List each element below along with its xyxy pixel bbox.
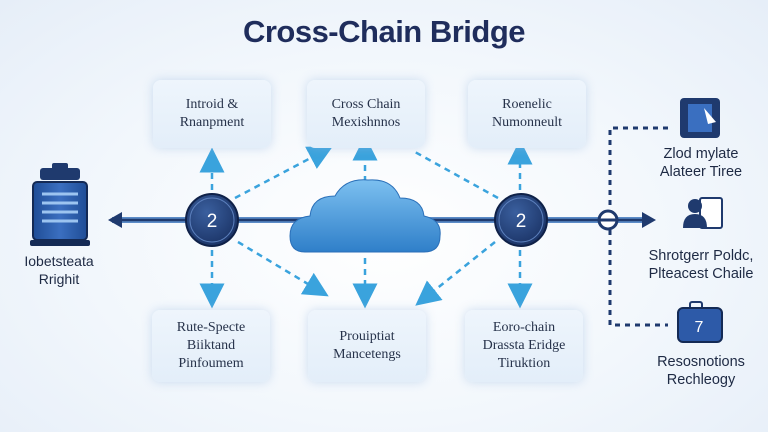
right-item-3-label: Resosnotions Rechleogy: [638, 353, 764, 389]
right-node: [494, 193, 548, 247]
box-bottom-center: Prouiptiat Mancetengs: [308, 310, 426, 382]
right-item-3-line2: Rechleogy: [666, 372, 736, 388]
box-top-right-line1: Roenelic: [502, 97, 552, 112]
left-node: [185, 193, 239, 247]
box-bottom-left-line2: Biiktand: [186, 338, 236, 353]
box-bottom-center-line1: Prouiptiat: [339, 329, 395, 344]
server-icon: [30, 163, 90, 246]
diagram-title: Cross-Chain Bridge: [242, 14, 526, 49]
right-item-1-line1: Zlod mylate: [663, 146, 739, 162]
box-bottom-right-line3: Tiruktion: [497, 356, 551, 371]
right-item-3-line1: Resosnotions: [657, 354, 745, 370]
user-file-icon: [683, 197, 723, 229]
box-top-left: Introid & Rnanpment: [153, 80, 271, 148]
right-arrowhead-icon: [642, 212, 656, 228]
right-item-2-line1: Shrotgerr Poldc,: [648, 248, 754, 264]
box-bottom-left-line1: Rute-Specte: [176, 320, 246, 335]
box-top-right-line2: Numonneult: [492, 115, 562, 130]
box-top-left-line2: Rnanpment: [179, 115, 245, 130]
briefcase-icon: 7: [677, 301, 723, 343]
svg-text:7: 7: [695, 319, 704, 336]
box-bottom-left-line3: Pinfoumem: [178, 356, 244, 371]
document-icon: [680, 98, 720, 138]
box-bottom-center-line2: Mancetengs: [333, 347, 401, 362]
right-item-2-line2: Plteacest Chaile: [648, 266, 754, 282]
right-item-1-label: Zlod mylate Alateer Tiree: [638, 145, 764, 181]
left-server-label: Iobetsteata Rrighit: [4, 252, 114, 288]
box-top-center-line1: Cross Chain: [331, 97, 401, 112]
box-bottom-right-line1: Eoro-chain: [492, 320, 556, 335]
box-bottom-right: Eoro-chain Drassta Eridge Tiruktion: [465, 310, 583, 382]
box-bottom-left: Rute-Specte Biiktand Pinfoumem: [152, 310, 270, 382]
box-top-center-line2: Mexishnnos: [331, 115, 401, 130]
box-top-right: Roenelic Numonneult: [468, 80, 586, 148]
right-node-number: 2: [516, 211, 527, 232]
right-item-2-label: Shrotgerr Poldc, Plteacest Chaile: [638, 247, 764, 283]
cloud-icon: [289, 179, 441, 253]
dashed-connectors: [199, 126, 668, 327]
right-item-1-line2: Alateer Tiree: [659, 164, 743, 180]
box-top-left-line1: Introid &: [185, 97, 239, 112]
right-connector-icon: [597, 209, 619, 231]
left-label-line1: Iobetsteata: [24, 253, 94, 269]
box-top-center: Cross Chain Mexishnnos: [307, 80, 425, 148]
left-arrowhead-icon: [108, 212, 122, 228]
left-node-number: 2: [207, 211, 218, 232]
box-bottom-right-line2: Drassta Eridge: [482, 338, 566, 353]
left-label-line2: Rrighit: [38, 271, 80, 287]
